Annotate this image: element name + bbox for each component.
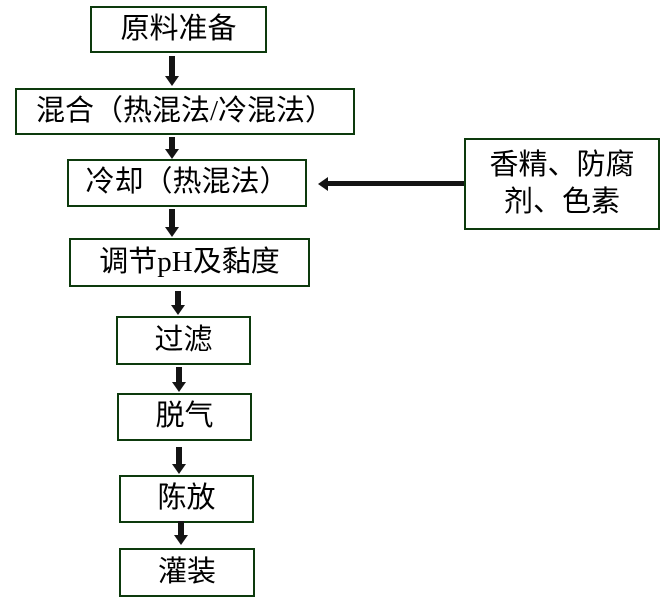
arrow-head	[172, 382, 186, 392]
flow-node-label: 冷却（热混法）	[85, 166, 289, 199]
arrow-left-icon	[318, 177, 464, 191]
arrow-head	[174, 535, 188, 545]
arrow-stem	[169, 56, 175, 77]
arrow-stem	[176, 367, 182, 383]
flow-node-aging: 陈放	[119, 475, 254, 523]
flow-node-label: 调节pH及黏度	[99, 245, 280, 278]
arrow-stem	[175, 291, 181, 306]
flow-node-filling: 灌装	[119, 548, 255, 597]
arrow-stem	[169, 137, 175, 150]
arrow-stem	[178, 521, 184, 536]
arrow-stem	[176, 447, 182, 465]
arrow-down-icon	[165, 209, 179, 237]
arrow-head	[318, 177, 328, 191]
arrow-down-icon	[165, 137, 179, 159]
arrow-head	[165, 76, 179, 86]
arrow-down-icon	[174, 521, 188, 545]
arrow-down-icon	[172, 447, 186, 474]
arrow-down-icon	[171, 291, 185, 315]
flow-node-label: 过滤	[154, 323, 213, 356]
flow-node-cooling: 冷却（热混法）	[67, 159, 307, 207]
flow-node-degassing: 脱气	[117, 393, 252, 441]
flow-node-label: 脱气	[155, 400, 214, 433]
flow-node-mixing: 混合（热混法/冷混法）	[15, 88, 355, 135]
flow-node-label: 混合（热混法/冷混法）	[35, 94, 335, 127]
arrow-head	[172, 464, 186, 474]
flow-node-label: 灌装	[157, 555, 216, 588]
arrow-stem	[169, 209, 175, 228]
flow-node-label-line2: 剂、色素	[503, 186, 620, 218]
arrow-down-icon	[165, 56, 179, 86]
flow-node-filtering: 过滤	[116, 316, 251, 365]
flow-node-additives: 香精、防腐 剂、色素	[464, 138, 660, 230]
arrow-stem	[327, 181, 464, 186]
arrow-head	[165, 227, 179, 237]
arrow-head	[171, 305, 185, 315]
flow-node-adjust-ph: 调节pH及黏度	[69, 238, 310, 287]
arrow-down-icon	[172, 367, 186, 392]
flow-node-raw-material-prep: 原料准备	[90, 6, 267, 53]
arrow-head	[165, 149, 179, 159]
flow-node-label: 陈放	[157, 482, 216, 515]
flow-node-label: 原料准备	[120, 12, 237, 45]
flow-node-label-line1: 香精、防腐	[489, 148, 635, 181]
